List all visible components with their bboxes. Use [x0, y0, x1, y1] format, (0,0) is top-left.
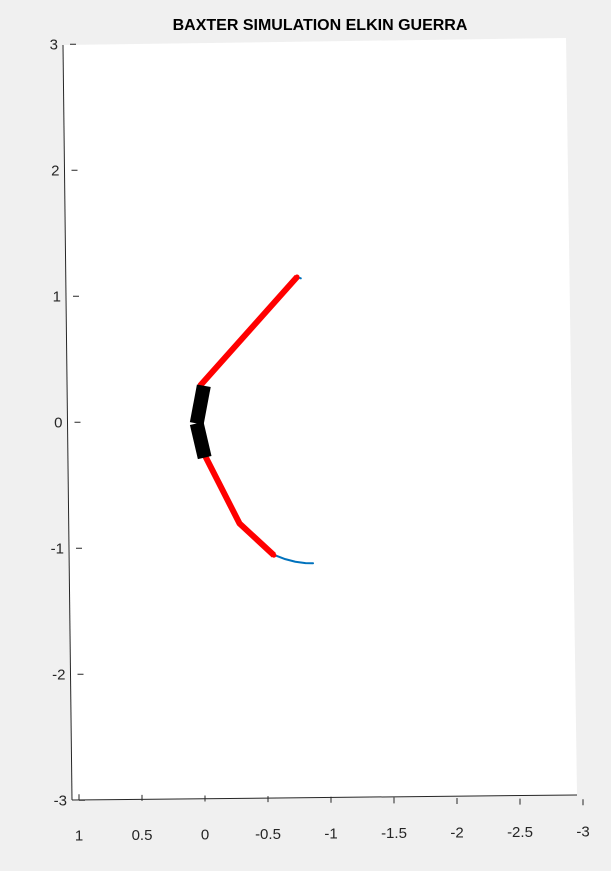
y-tick-label: 2 [51, 162, 59, 179]
x-tick-label: -2.5 [507, 824, 533, 841]
x-tick-label: 0 [201, 826, 209, 843]
joint-point [262, 310, 268, 316]
x-tick-label: -1 [324, 825, 337, 842]
y-axis-ticks: 3 2 1 0 -1 -2 -3 [50, 36, 85, 809]
y-tick-label: -1 [51, 540, 64, 557]
x-tick-label: 1 [75, 827, 83, 844]
y-tick-label: 0 [54, 414, 62, 431]
x-axis-ticks: 1 0.5 0 -0.5 -1 -1.5 -2 -2.5 -3 [75, 794, 590, 844]
joint-point [236, 520, 242, 526]
y-axis-line [62, 44, 73, 801]
x-tick-label: -2 [450, 824, 463, 841]
x-tick-label: -0.5 [255, 826, 281, 843]
base-segment [189, 421, 212, 460]
x-tick-label: -1.5 [381, 825, 407, 842]
base-segment [189, 384, 211, 425]
joint-point [271, 552, 277, 558]
x-tick-label: -3 [576, 823, 589, 840]
x-axis-line [71, 794, 578, 801]
y-tick-label: -3 [54, 792, 67, 809]
trajectory-series [274, 554, 315, 565]
chart-title: BAXTER SIMULATION ELKIN GUERRA [173, 17, 468, 34]
joint-point [294, 274, 300, 280]
y-tick-label: -2 [52, 666, 65, 683]
y-tick-label: 3 [50, 36, 58, 53]
plot-series [189, 274, 315, 565]
x-tick-label: 0.5 [132, 827, 153, 844]
axes-background [63, 38, 577, 800]
y-tick-label: 1 [53, 288, 61, 305]
